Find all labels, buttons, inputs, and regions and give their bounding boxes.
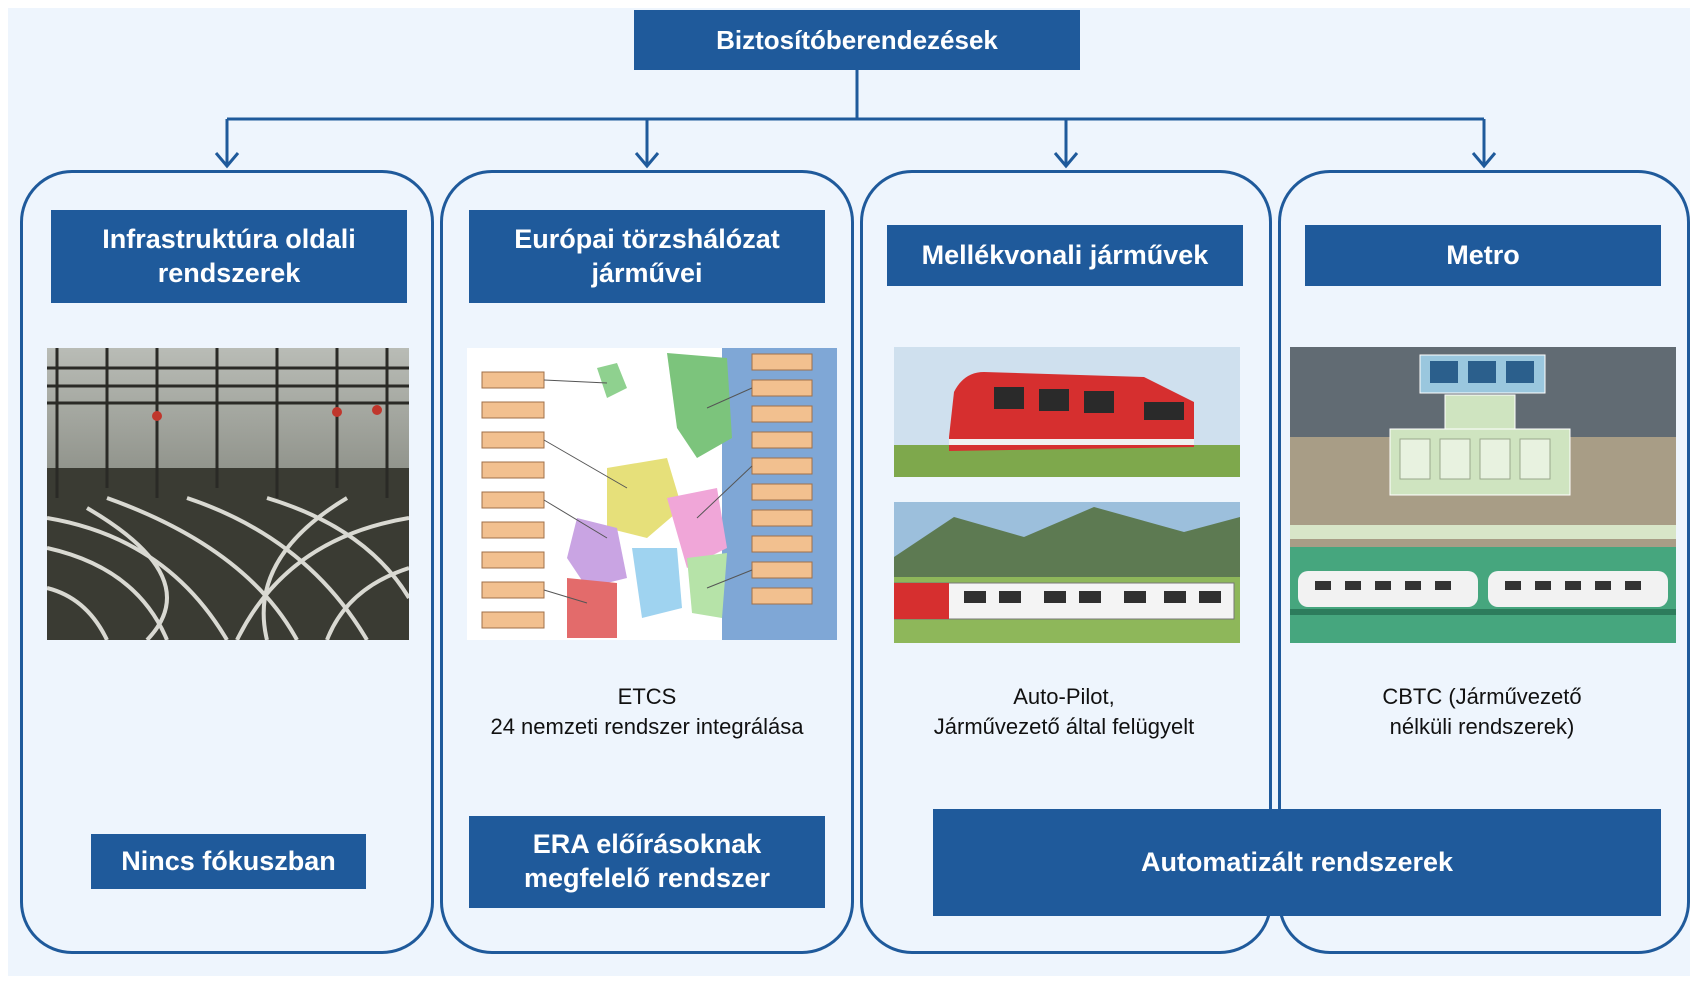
caption-line: ETCS (617, 684, 677, 709)
heading-line: Metro (1446, 239, 1520, 270)
caption-line: Járművezető által felügyelt (933, 713, 1195, 739)
cbtc-system-diagram (1290, 347, 1676, 643)
panel-regional (860, 170, 1272, 954)
caption-line: nélküli rendszerek) (1389, 713, 1575, 739)
heading-line: rendszerek (157, 257, 301, 288)
heading-infrastructure: Infrastruktúra oldali rendszerek (51, 210, 407, 303)
heading-line: Mellékvonali járművek (921, 239, 1209, 270)
railway-tracks-photo (47, 348, 409, 640)
caption-european-network: ETCS 24 nemzeti rendszer integrálása (455, 682, 839, 741)
footer-not-in-focus: Nincs fókuszban (91, 834, 366, 889)
europe-map-etcs-icon (467, 348, 837, 640)
caption-metro: CBTC (Járművezető nélküli rendszerek) (1290, 682, 1674, 741)
heading-european-network: Európai törzshálózat járművei (469, 210, 825, 303)
heading-metro: Metro (1305, 225, 1661, 286)
caption-regional: Auto-Pilot, Járművezető által felügyelt (872, 682, 1256, 741)
regional-train-photos (894, 347, 1240, 643)
heading-line: járművei (591, 257, 703, 288)
footer-era-compliant: ERA előírásoknak megfelelő rendszer (469, 816, 825, 908)
panel-infrastructure (20, 170, 434, 954)
caption-line: Auto-Pilot, (1013, 684, 1115, 709)
title-text: Biztosítóberendezések (716, 24, 998, 55)
heading-line: Infrastruktúra oldali (102, 223, 356, 254)
footer-text: Nincs fókuszban (121, 845, 336, 876)
caption-line: 24 nemzeti rendszer integrálása (490, 713, 804, 739)
panel-european-network (440, 170, 854, 954)
heading-line: Európai törzshálózat (514, 223, 780, 254)
footer-automated-systems: Automatizált rendszerek (933, 809, 1661, 916)
footer-line: megfelelő rendszer (523, 863, 771, 893)
footer-text: Automatizált rendszerek (1140, 846, 1454, 877)
panel-metro (1278, 170, 1690, 954)
caption-line: CBTC (Járművezető (1382, 684, 1582, 709)
heading-regional: Mellékvonali járművek (887, 225, 1243, 286)
footer-line: ERA előírásoknak (532, 829, 762, 860)
title-box: Biztosítóberendezések (634, 10, 1080, 70)
